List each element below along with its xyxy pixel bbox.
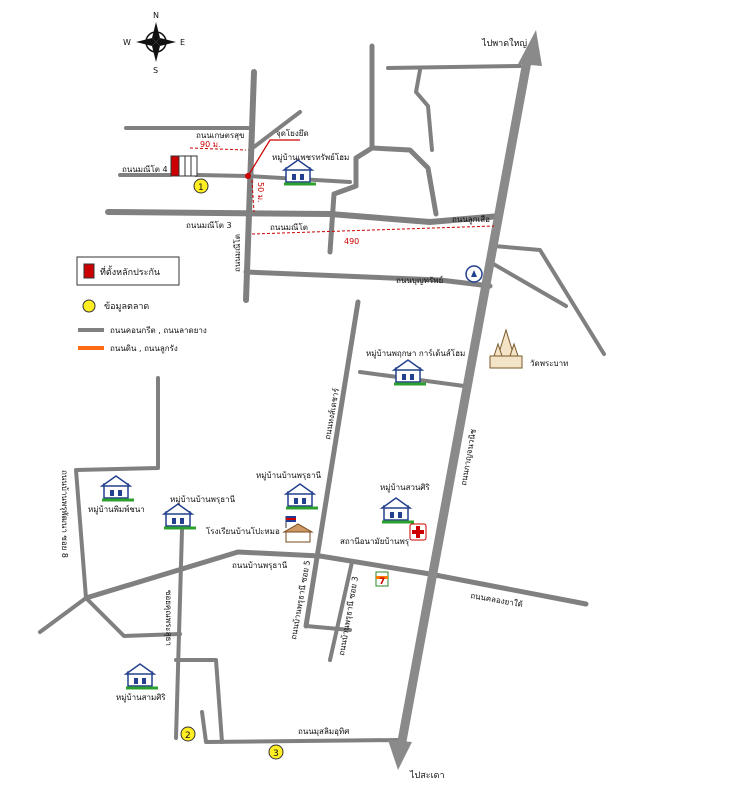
label-khlong-yai: ถนนคลองยาใต้ [470, 591, 524, 609]
distance-markers [189, 139, 495, 235]
road-north-top [386, 64, 522, 70]
label-ban-phru-tani: ถนนบ้านพรุธานี [232, 561, 288, 570]
road-muslim [200, 710, 402, 744]
road-network [38, 43, 606, 744]
legend-dirt-label: ถนนดิน , ถนนลูกรัง [110, 344, 178, 354]
road-east-branch-2 [492, 244, 606, 356]
label-health: สถานีอนามัยบ้านพรุ [340, 537, 410, 546]
road-hong-sadet [303, 299, 361, 629]
village-icon-ban-phru-1 [283, 483, 318, 510]
marker-1-label: 1 [198, 183, 204, 193]
junction-dot [245, 173, 251, 179]
label-manee-4: ถนนมณีโต 4 [122, 164, 168, 174]
legend-paved-label: ถนนคอนกรีต , ถนนลาดยาง [110, 326, 207, 335]
compass-w: W [123, 38, 131, 47]
road-manee-vertical [243, 69, 257, 303]
label-manee: ถนนมณีโต [270, 222, 308, 232]
label-luk-suea: ถนนลูกเสือ [452, 215, 490, 225]
road-diag-north [248, 110, 302, 152]
label-kaset-suk: ถนนเกษตรสุข [196, 131, 244, 140]
label-village-petch: หมู่บ้านเพชรทรัพย์โฮม [272, 152, 349, 163]
arrow-south [388, 740, 412, 770]
distance-50: 50 ม. [256, 182, 265, 203]
temple-icon [489, 328, 523, 369]
health-icon [409, 523, 427, 541]
village-icon-suan-siri [379, 497, 414, 524]
road-kho-hong [174, 528, 184, 740]
direction-north: ไปพาดใหญ่ [481, 38, 527, 49]
legend-collateral-swatch [83, 263, 95, 279]
label-village-phimphu: หมู่บ้านพิมพ์ชนา [88, 504, 145, 515]
road-soi-3 [328, 560, 354, 662]
compass-n: N [153, 11, 159, 20]
market-marker-3: 3 [268, 744, 284, 760]
compass-e: E [180, 38, 185, 47]
label-temple: วัดพระบาท [530, 359, 568, 368]
legend: ที่ตั้งหลักประกัน ข้อมูลตลาด ถนนคอนกรีต … [76, 256, 207, 354]
label-manee-3: ถนนมณีโต 3 [186, 220, 232, 230]
label-village-ban-phru-2: หมู่บ้านบ้านพรุธานี [170, 495, 236, 505]
marker-2-label: 2 [185, 731, 191, 741]
village-icon-petch [281, 159, 316, 186]
road-ban-phru-tani [83, 549, 589, 607]
compass-s: S [153, 66, 158, 75]
distance-90: 90 ม. [200, 140, 221, 149]
label-noi-phiang: ถนนบ้านพรุพัฒนา ซอย 8 [60, 470, 69, 558]
compass-rose: N S E W [123, 11, 185, 75]
main-highway [388, 30, 542, 770]
market-marker-1: 1 [193, 178, 209, 194]
label-manee-vertical: ถนนมณีโต [232, 234, 242, 272]
village-icon-sam-siri [123, 663, 158, 690]
label-village-garden: หมู่บ้านพฤกษา การ์เด้นส์โฮม [366, 348, 465, 359]
road-small-loop [174, 658, 224, 744]
collateral-plot [170, 155, 198, 177]
label-bunyasap: ถนนบุญทรัพย์ [396, 275, 443, 285]
marker-3-label: 3 [273, 749, 279, 759]
label-village-suan-siri: หมู่บ้านสวนศิริ [380, 483, 431, 493]
road-north-loop-2 [369, 145, 439, 217]
village-icon-phimphu [99, 475, 134, 502]
road-west-diag [38, 596, 88, 634]
road-bunyasap [243, 269, 493, 289]
label-school: โรงเรียนบ้านโปะหมอ [206, 526, 280, 536]
label-village-sam-siri: หมู่บ้านสามศิริ [116, 693, 166, 703]
distance-490: 490 [344, 237, 359, 246]
legend-market-swatch [82, 299, 96, 313]
seven-label: 7 [379, 577, 385, 587]
label-mu-salim: ถนนมุสลิมอุทิศ [298, 727, 349, 736]
road-north-loop [327, 43, 375, 255]
label-junction: จุดโยงยึด [276, 128, 309, 138]
bunyasap-landmark-icon [465, 265, 483, 283]
arrow-north [518, 30, 542, 66]
village-icon-ban-phru-2 [161, 503, 196, 530]
road-west-vertical [74, 376, 160, 600]
direction-south: ไปสะเดา [409, 770, 445, 781]
seven-eleven-icon: 7 [375, 571, 389, 587]
legend-market-label: ข้อมูลตลาด [104, 301, 149, 312]
school-icon [282, 516, 314, 543]
road-north-inner [414, 68, 434, 152]
market-marker-2: 2 [180, 726, 196, 742]
road-manee-4-east [194, 173, 352, 184]
village-icon-garden [391, 359, 426, 386]
label-village-ban-phru-1: หมู่บ้านบ้านพรุธานี [256, 471, 322, 481]
legend-collateral-label: ที่ตั้งหลักประกัน [100, 265, 160, 278]
road-soi-5 [304, 624, 352, 632]
label-kho-hong: ซอยคุณพระสุธา [164, 590, 173, 646]
road-west-south [84, 596, 182, 638]
road-east-branch-1 [488, 260, 568, 308]
road-manee-3 [105, 209, 503, 225]
